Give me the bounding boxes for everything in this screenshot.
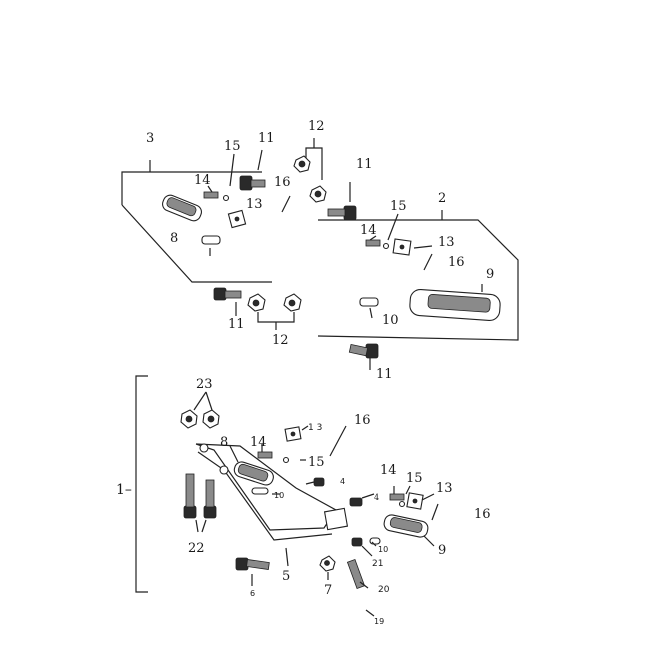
pin-10-a	[201, 235, 221, 245]
label-22: 22	[188, 541, 205, 556]
cotter-pin-16-a	[281, 195, 291, 213]
cotter-pin-16-c	[329, 425, 347, 457]
label-5: 5	[282, 569, 290, 584]
bolts-22	[183, 473, 217, 519]
spring-14-b	[365, 239, 381, 247]
label-19: 19	[374, 617, 384, 626]
label-15-c: 15	[308, 455, 325, 470]
label-20: 20	[378, 585, 390, 595]
label-16-d: 16	[474, 507, 491, 522]
label-12-b: 12	[272, 333, 289, 348]
label-13-b: 13	[438, 235, 455, 250]
plate-13-b	[392, 238, 412, 256]
group-3-outline	[121, 160, 272, 283]
bolt-11-a	[239, 175, 266, 191]
label-11-d: 11	[376, 367, 393, 382]
label-13-a: 13	[246, 197, 263, 212]
label-10-c: 10	[378, 545, 388, 554]
plate-13-c	[284, 426, 302, 442]
bolt-4-b	[349, 497, 363, 507]
label-14-d: 14	[380, 463, 397, 478]
cotter-pin-16-d	[431, 503, 439, 521]
label-4-b: 4	[374, 493, 379, 502]
bolt-21	[351, 537, 363, 547]
label-9-b: 9	[438, 543, 446, 558]
label-9-a: 9	[486, 267, 494, 282]
leader-lines	[193, 149, 483, 617]
label-14-b: 14	[360, 223, 377, 238]
label-3: 3	[146, 131, 154, 146]
bolt-11-d	[348, 343, 379, 359]
footpeg-8-lower	[233, 461, 274, 486]
washer-15-a	[222, 194, 230, 202]
footpeg-9-lower	[383, 514, 429, 538]
bolt-11-c	[327, 205, 357, 221]
footpeg-8-left	[162, 194, 202, 222]
pin-10-d	[369, 537, 381, 545]
spring-14-a	[203, 191, 219, 199]
cotter-pin-16-b	[423, 253, 433, 271]
label-1: 1–	[116, 482, 132, 498]
spring-14-c	[257, 451, 273, 459]
nut-12-bottom	[247, 293, 302, 312]
washer-15-b	[382, 242, 390, 250]
bracket-12-top	[305, 138, 323, 180]
label-7: 7	[324, 583, 332, 598]
nut-7	[319, 555, 336, 572]
plate-13-d	[406, 492, 424, 510]
label-4-a: 4	[340, 477, 345, 486]
washer-15-c	[282, 456, 290, 464]
group-2-outline	[317, 210, 519, 341]
pin-10-c	[251, 487, 269, 495]
plate-13-a	[227, 209, 247, 229]
bracket-12-bottom	[257, 312, 295, 330]
label-11-c: 11	[228, 317, 245, 332]
label-6: 6	[250, 589, 255, 598]
label-15-b: 15	[390, 199, 407, 214]
spring-14-d	[389, 493, 405, 501]
label-16-c: 16	[354, 413, 371, 428]
label-11-a: 11	[258, 131, 275, 146]
label-15-d: 15	[406, 471, 423, 486]
bolt-11-b	[213, 287, 242, 301]
label-8-a: 8	[170, 231, 178, 246]
label-15-a: 15	[224, 139, 241, 154]
spring-20	[346, 558, 366, 590]
label-16-a: 16	[274, 175, 291, 190]
frame-bracket-5	[195, 443, 349, 541]
assembly-1-bracket	[135, 375, 148, 593]
part-number-labels: 3 15 11 12 11 16 14 13 8 2 15 14 13 16 9…	[116, 119, 494, 626]
label-16-b: 16	[448, 255, 465, 270]
bolt-6	[235, 557, 270, 571]
label-12-a: 12	[308, 119, 325, 134]
pin-10-b	[359, 297, 379, 307]
label-10-b: 10	[274, 491, 284, 500]
label-8-b: 8	[220, 435, 228, 450]
washer-15-d	[398, 500, 406, 508]
label-14-c: 14	[250, 435, 267, 450]
label-13-d: 13	[436, 481, 453, 496]
nuts-23	[180, 409, 220, 429]
label-10-a: 10	[382, 313, 399, 328]
footpeg-9-right	[409, 289, 501, 321]
label-13-c: 1 3	[308, 423, 322, 433]
label-14-a: 14	[194, 173, 211, 188]
nut-12-top	[293, 155, 327, 203]
label-23: 23	[196, 377, 213, 392]
bolt-4-a	[313, 477, 325, 487]
label-21: 21	[372, 559, 383, 569]
label-2: 2	[438, 191, 446, 206]
label-11-b: 11	[356, 157, 373, 172]
